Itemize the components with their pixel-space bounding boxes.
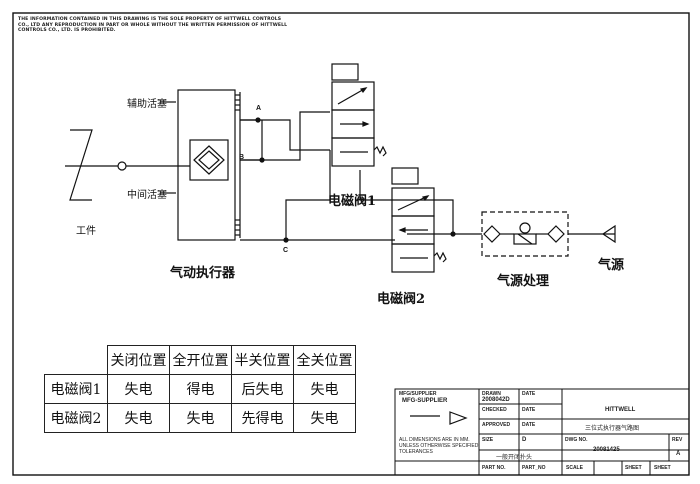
tb-rev-label: REV xyxy=(672,437,683,443)
label-middle-piston: 中间活塞 xyxy=(127,190,167,201)
tb-part-label: PART NO. xyxy=(482,465,506,471)
tb-size-label: SIZE xyxy=(482,437,494,443)
tb-drawn-value: 2008042D xyxy=(482,397,510,403)
tb-date-label: DATE xyxy=(522,422,536,428)
state-cell: 失电 xyxy=(107,403,170,433)
notice-line-3: CONTROLS CO., LTD. IS PROHIBITED. xyxy=(18,28,116,34)
state-cell: 失电 xyxy=(107,374,170,404)
tb-sheet2-label: SHEET xyxy=(654,465,671,471)
solenoid-valve-2 xyxy=(391,167,447,273)
tb-date-label: DATE xyxy=(522,391,536,397)
tb-scale-label: SCALE xyxy=(566,465,583,471)
label-port-c: C xyxy=(283,247,289,254)
valve-state-table: 关闭位置 全开位置 半关位置 全关位置 电磁阀1 失电 得电 后失电 失电 电磁… xyxy=(44,345,356,433)
air-source-symbol xyxy=(601,224,616,244)
tb-checked-label: CHECKED xyxy=(482,407,507,413)
tb-part-no-label: PART_NO xyxy=(522,465,546,471)
port-b-node xyxy=(259,157,265,163)
port-a-node xyxy=(255,117,261,123)
state-row-label: 电磁阀1 xyxy=(44,374,108,404)
label-aux-piston: 辅助活塞 xyxy=(127,99,167,110)
tb-fit-label: 一般开闭扑头 xyxy=(496,454,533,461)
tb-mfg-label: MFG/SUPPLIER xyxy=(399,391,437,397)
state-row-label: 电磁阀2 xyxy=(44,403,108,433)
tb-approved-label: APPROVED xyxy=(482,422,511,428)
tb-tol-note-3: TOLERANCES xyxy=(399,449,433,455)
state-cell: 失电 xyxy=(293,374,356,404)
state-table-row: 电磁阀2 失电 失电 先得电 失电 xyxy=(44,403,356,433)
junction-node xyxy=(450,231,456,237)
state-header-cell: 半关位置 xyxy=(231,345,294,375)
state-cell: 先得电 xyxy=(231,403,294,433)
tb-mfg-value: MFG-SUPPLIER xyxy=(402,398,448,404)
label-valve-2: 电磁阀2 xyxy=(377,292,426,307)
tb-tol-note-1: ALL DIMENSIONS ARE IN MM. xyxy=(399,437,470,443)
pipe-network xyxy=(240,111,615,241)
air-treatment-unit xyxy=(481,211,569,257)
label-port-a: A xyxy=(256,105,262,112)
label-port-b: B xyxy=(239,154,245,161)
title-block-frame xyxy=(394,388,690,476)
tb-rev-value: A xyxy=(676,451,681,457)
tb-company: HITTWELL xyxy=(605,407,636,413)
state-cell: 后失电 xyxy=(231,374,294,404)
tb-drawing-title: 三位式执行器气路图 xyxy=(585,425,640,432)
tb-tol-note-2: UNLESS OTHERWISE SPECIFIED xyxy=(399,443,479,449)
tb-drawn-label: DRAWN xyxy=(482,391,501,397)
state-cell: 失电 xyxy=(169,403,232,433)
actuator-symbol xyxy=(177,89,241,241)
port-c-node xyxy=(283,237,289,243)
state-table-corner xyxy=(44,345,108,375)
state-cell: 得电 xyxy=(169,374,232,404)
proprietary-notice: THE INFORMATION CONTAINED IN THIS DRAWIN… xyxy=(18,17,318,34)
tb-sheet-label: SHEET xyxy=(625,465,642,471)
state-table-header-row: 关闭位置 全开位置 半关位置 全关位置 xyxy=(44,345,356,375)
state-cell: 失电 xyxy=(293,403,356,433)
workpiece-shaft xyxy=(65,129,190,201)
label-workpiece: 工件 xyxy=(76,226,96,237)
state-table-row: 电磁阀1 失电 得电 后失电 失电 xyxy=(44,374,356,404)
label-air-treatment: 气源处理 xyxy=(497,274,550,289)
notice-line-1: THE INFORMATION CONTAINED IN THIS DRAWIN… xyxy=(18,17,282,22)
tb-dwg-no-value: 20081425 xyxy=(593,447,620,453)
solenoid-valve-1 xyxy=(331,63,387,167)
label-air-source: 气源 xyxy=(598,258,625,273)
tb-dwg-no-label: DWG NO. xyxy=(565,437,588,443)
notice-line-2: CO., LTD ANY REPRODUCTION IN PART OR WHO… xyxy=(18,22,288,28)
state-header-cell: 全开位置 xyxy=(169,345,232,375)
state-header-cell: 关闭位置 xyxy=(107,345,170,375)
sheet-border xyxy=(12,12,690,476)
tb-date-label: DATE xyxy=(522,407,536,413)
tb-size-value: D xyxy=(522,437,527,443)
label-valve-1: 电磁阀1 xyxy=(328,194,377,209)
label-actuator: 气动执行器 xyxy=(170,266,236,281)
state-header-cell: 全关位置 xyxy=(293,345,356,375)
